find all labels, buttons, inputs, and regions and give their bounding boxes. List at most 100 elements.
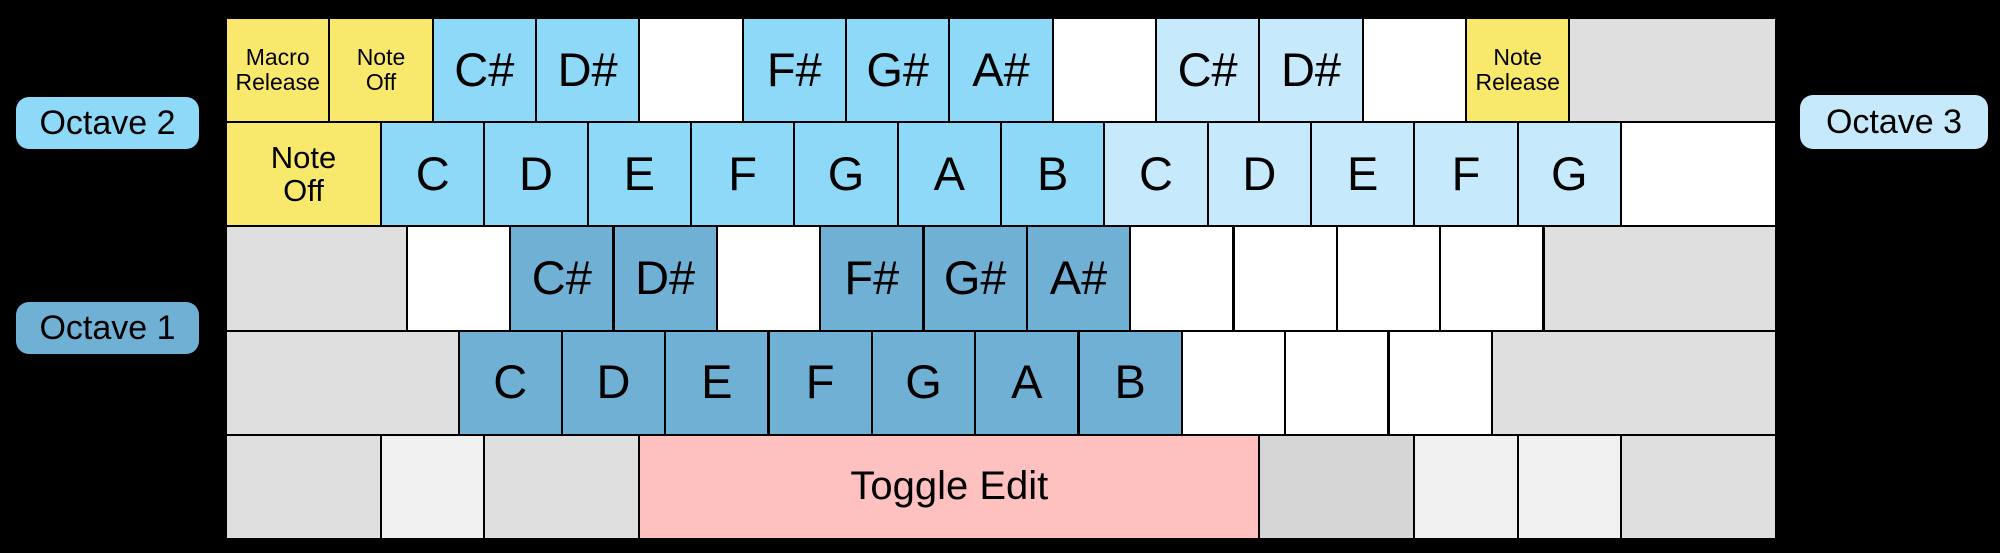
key-unmapped bbox=[1052, 18, 1156, 123]
key-label: Off bbox=[365, 69, 397, 96]
key-label: E bbox=[701, 355, 733, 409]
key-label: F bbox=[728, 146, 758, 200]
key-note-g-sharp: G# bbox=[846, 18, 950, 123]
key-note-d-sharp: D# bbox=[613, 226, 717, 331]
key-unmapped bbox=[639, 18, 743, 123]
key-note-a-sharp: A# bbox=[1026, 226, 1131, 331]
key-label: D# bbox=[1280, 42, 1342, 96]
key-note-f-sharp: F# bbox=[742, 18, 846, 123]
key-note-g-sharp: G# bbox=[923, 226, 1027, 331]
key-note-c-sharp: C# bbox=[1156, 18, 1260, 123]
key-label: Note bbox=[1493, 44, 1542, 71]
key-label: F bbox=[1451, 146, 1481, 200]
key-label: Note bbox=[356, 44, 406, 71]
key-label: G bbox=[827, 146, 865, 200]
key-note-d: D bbox=[484, 122, 588, 227]
key-label: E bbox=[1346, 146, 1379, 200]
key-unused bbox=[1491, 330, 1776, 435]
octave-3-label: Octave 3 bbox=[1800, 95, 1988, 149]
key-label: C bbox=[1139, 146, 1173, 200]
key-note-b: B bbox=[1078, 330, 1182, 435]
key-note-f: F bbox=[768, 330, 872, 435]
key-label: G bbox=[905, 355, 942, 409]
key-note-a-sharp: A# bbox=[949, 18, 1053, 123]
key-unused bbox=[1621, 434, 1776, 539]
key-unmapped bbox=[1285, 330, 1389, 435]
key-note-b: B bbox=[1001, 122, 1105, 227]
key-label: Off bbox=[283, 173, 324, 209]
key-unused bbox=[1569, 18, 1776, 123]
key-note-c: C bbox=[381, 122, 485, 227]
key-unused bbox=[381, 434, 485, 539]
key-toggle-edit: Toggle Edit bbox=[639, 434, 1260, 539]
key-note-g: G bbox=[1517, 122, 1621, 227]
key-label: Release bbox=[235, 69, 320, 96]
key-label: G# bbox=[866, 42, 930, 96]
key-note-f-sharp: F# bbox=[820, 226, 924, 331]
key-note-e: E bbox=[587, 122, 691, 227]
key-label: A bbox=[933, 146, 965, 200]
key-note-d: D bbox=[1207, 122, 1311, 227]
key-unused bbox=[226, 226, 407, 331]
key-label: E bbox=[623, 146, 655, 200]
key-unused bbox=[226, 330, 459, 435]
key-label: Toggle Edit bbox=[850, 464, 1049, 509]
key-label: C bbox=[493, 355, 528, 409]
key-unused bbox=[226, 434, 381, 539]
key-note-e: E bbox=[665, 330, 769, 435]
key-note-c: C bbox=[458, 330, 562, 435]
key-note-g: G bbox=[794, 122, 898, 227]
key-label: D# bbox=[557, 42, 618, 96]
key-unused bbox=[1517, 434, 1621, 539]
key-label: B bbox=[1036, 146, 1069, 200]
octave-1-label: Octave 1 bbox=[16, 302, 199, 354]
key-unmapped bbox=[406, 226, 511, 331]
key-unmapped bbox=[1130, 226, 1234, 331]
key-note-d-sharp: D# bbox=[1259, 18, 1363, 123]
key-unused bbox=[484, 434, 640, 539]
key-note-d: D bbox=[561, 330, 666, 435]
key-label: B bbox=[1114, 355, 1146, 409]
key-unmapped bbox=[1336, 226, 1441, 331]
key-label: F# bbox=[766, 42, 822, 96]
key-label: C# bbox=[1177, 42, 1238, 96]
key-label: C# bbox=[454, 42, 515, 96]
key-unmapped bbox=[716, 226, 821, 331]
key-label: A# bbox=[972, 42, 1030, 96]
key-label: D# bbox=[635, 251, 696, 305]
key-label: F# bbox=[844, 251, 900, 305]
key-unused bbox=[1414, 434, 1518, 539]
key-label: D bbox=[519, 146, 553, 200]
key-unused bbox=[1259, 434, 1415, 539]
key-unmapped bbox=[1621, 122, 1776, 227]
key-note-c-sharp: C# bbox=[432, 18, 536, 123]
key-note-c-sharp: C# bbox=[510, 226, 614, 331]
key-label: G bbox=[1551, 146, 1588, 200]
key-label: G# bbox=[943, 251, 1007, 305]
key-label: C bbox=[415, 146, 450, 200]
key-unmapped bbox=[1362, 18, 1466, 123]
key-label: Note bbox=[270, 139, 337, 175]
key-label: Macro bbox=[245, 44, 310, 71]
key-unmapped bbox=[1388, 330, 1492, 435]
key-unmapped bbox=[1440, 226, 1544, 331]
key-note-a: A bbox=[975, 330, 1079, 435]
key-label: D bbox=[1242, 146, 1277, 200]
key-label: A bbox=[1011, 355, 1043, 409]
key-note-c: C bbox=[1104, 122, 1208, 227]
key-label: C# bbox=[531, 251, 592, 305]
key-unmapped bbox=[1181, 330, 1286, 435]
key-note-f: F bbox=[691, 122, 795, 227]
key-note-g: G bbox=[871, 330, 976, 435]
key-note-f: F bbox=[1414, 122, 1518, 227]
key-unused bbox=[1543, 226, 1776, 331]
key-label: F bbox=[805, 355, 835, 409]
key-label: A# bbox=[1049, 251, 1108, 305]
octave-2-label: Octave 2 bbox=[16, 97, 199, 149]
